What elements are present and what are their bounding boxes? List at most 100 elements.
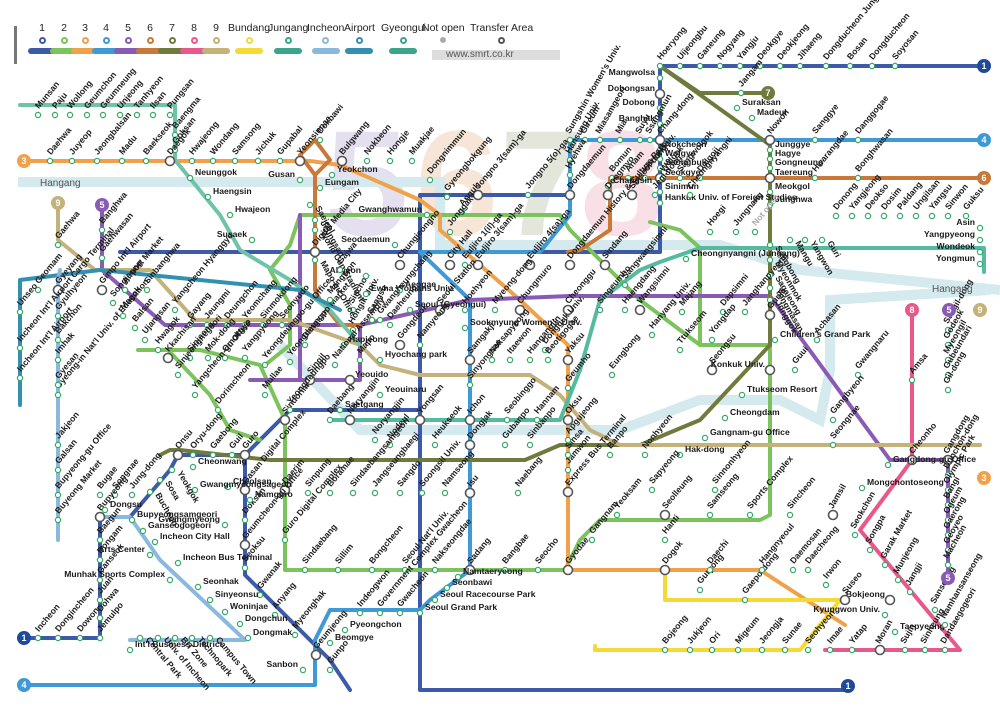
station[interactable]: Woninjae <box>221 601 268 616</box>
station[interactable]: Pyeongchon <box>341 619 402 634</box>
station[interactable]: Hyochang park <box>376 349 447 364</box>
station[interactable]: Sanbon <box>266 659 307 674</box>
station[interactable]: Konkuk Univ. <box>711 359 776 376</box>
station[interactable]: Seonbawi <box>443 577 492 592</box>
station[interactable]: Dorimcheon <box>213 361 253 414</box>
station[interactable]: Cheongdam <box>721 407 780 422</box>
station[interactable]: Cheolsan <box>224 476 272 491</box>
station[interactable]: Dongsu <box>101 499 142 514</box>
station[interactable]: Sincheon <box>785 474 818 519</box>
station[interactable]: Ahyeon <box>329 265 370 280</box>
website-url[interactable]: www.smrt.co.kr <box>432 50 560 60</box>
station[interactable]: Seonhak <box>194 576 239 591</box>
station[interactable]: Meokgol <box>766 181 810 196</box>
station[interactable]: Hagye <box>766 148 801 163</box>
station[interactable]: Seocho <box>533 535 561 574</box>
station[interactable]: Sindaebang <box>300 522 339 574</box>
station[interactable]: Incheon Bus Terminal <box>174 552 272 567</box>
station[interactable]: Ewha Womans Univ. <box>362 283 454 298</box>
station[interactable]: Yeouido <box>344 369 389 386</box>
station[interactable]: Arts Center <box>98 544 154 559</box>
station[interactable]: Taereung <box>764 167 814 184</box>
station[interactable]: Bojeong <box>660 613 690 654</box>
station[interactable]: Beomgye <box>326 632 374 647</box>
station[interactable]: Hoegi <box>705 203 728 236</box>
station[interactable]: Yeouinaru <box>376 384 427 399</box>
station[interactable]: Gangnam-gu Office <box>701 427 790 442</box>
station[interactable]: Nokcheon <box>656 139 707 154</box>
station[interactable]: Jamsil <box>826 482 848 521</box>
station[interactable]: Yeoksam <box>612 475 644 519</box>
station[interactable]: Kyungwon Univ. <box>813 604 889 619</box>
station[interactable]: Ttukseom Resort <box>738 384 817 399</box>
station[interactable]: Gangdong-gu Office <box>884 454 976 469</box>
station[interactable]: Seoul (Gyeongui) <box>406 299 486 314</box>
station[interactable]: Seolleung <box>659 473 694 521</box>
station[interactable]: Changsin <box>604 175 652 190</box>
station[interactable]: Int'l Business District <box>126 639 223 654</box>
station[interactable]: Hangnyeoul <box>757 521 796 574</box>
station[interactable]: Saetgang <box>336 399 384 414</box>
station[interactable]: Jeongja <box>757 614 786 654</box>
station[interactable]: Gongneung <box>766 157 823 172</box>
station[interactable]: Munhak Sports Complex <box>64 569 174 584</box>
station[interactable]: Seoul Grand Park <box>416 602 497 617</box>
station[interactable]: Cheonwang <box>189 456 247 471</box>
station[interactable]: Yeokchon <box>328 164 378 179</box>
station[interactable]: Dongducheon Jungang <box>821 0 890 70</box>
station[interactable]: Irwon <box>821 557 843 589</box>
station[interactable]: Gil-dong <box>941 350 967 394</box>
station[interactable]: Namguro <box>246 489 293 504</box>
station[interactable]: Jangam <box>736 57 765 97</box>
station[interactable]: Taepyeong <box>891 621 945 636</box>
station[interactable]: Macheon <box>941 523 968 569</box>
station[interactable]: Sillim <box>333 541 356 574</box>
station[interactable]: Namtaeryeong <box>454 566 523 581</box>
station[interactable]: Yongmun <box>936 253 984 268</box>
station[interactable]: Hwajeon <box>226 204 270 219</box>
station[interactable]: Ganseogogeori <box>139 520 211 535</box>
station[interactable]: Wondeok <box>936 241 984 256</box>
station[interactable]: Madu <box>117 133 139 165</box>
station[interactable]: Bongcheon <box>367 523 405 574</box>
station[interactable]: Daehwa <box>45 125 74 165</box>
station[interactable]: Incheon City Hall <box>151 531 230 546</box>
station[interactable]: Hak-dong <box>676 444 725 459</box>
station[interactable]: Aeogae <box>396 279 436 294</box>
station[interactable]: Hapjeong <box>340 334 388 349</box>
station[interactable]: Junggye <box>766 139 811 154</box>
station[interactable]: Mangwolsa <box>609 67 664 82</box>
station[interactable]: Hwarangdae <box>810 128 851 182</box>
station[interactable]: Susaek <box>217 229 256 244</box>
station[interactable]: Dongmak <box>244 627 292 642</box>
station[interactable]: Dobongsan <box>608 83 666 100</box>
station[interactable]: Children's Grand Park <box>771 329 871 344</box>
station[interactable]: Jichuk <box>253 129 278 165</box>
station[interactable]: Seongbuk <box>656 157 707 172</box>
station[interactable]: Yatap <box>847 622 869 654</box>
station[interactable]: Cheongnyangni (Jungang) <box>682 248 800 263</box>
station[interactable]: Migeum <box>733 614 762 654</box>
station[interactable]: Guui <box>790 344 810 374</box>
station[interactable]: Suraksan <box>733 97 781 112</box>
station[interactable]: Gwangmyeong <box>158 514 229 529</box>
station[interactable]: Neunggok <box>186 167 237 182</box>
station[interactable]: Bokjeong <box>846 589 896 606</box>
station[interactable]: Hankuk Univ. of Foreign Studies <box>656 192 797 207</box>
station[interactable]: Wolgye <box>656 148 696 163</box>
station[interactable]: Dongchun <box>236 613 287 628</box>
station[interactable]: Dobong <box>623 97 664 112</box>
station[interactable]: Suseo <box>839 569 864 606</box>
station[interactable]: Sinyeonsu <box>206 589 258 604</box>
station[interactable]: Banghak <box>619 113 664 128</box>
station[interactable]: Sinimun <box>656 181 699 196</box>
station[interactable]: Jukjeon <box>685 614 714 654</box>
station[interactable]: Haengsin <box>204 186 252 201</box>
station[interactable]: Gwanghwamun <box>358 204 431 219</box>
station[interactable]: Gusan <box>268 169 304 184</box>
station[interactable]: Eungbong <box>607 332 642 379</box>
station[interactable]: Eungam <box>316 177 359 192</box>
station[interactable]: Bupyeongsamgeori <box>128 509 217 524</box>
station[interactable]: Gwangmyeongsageori <box>191 479 292 494</box>
station[interactable]: Madeul <box>748 107 787 122</box>
